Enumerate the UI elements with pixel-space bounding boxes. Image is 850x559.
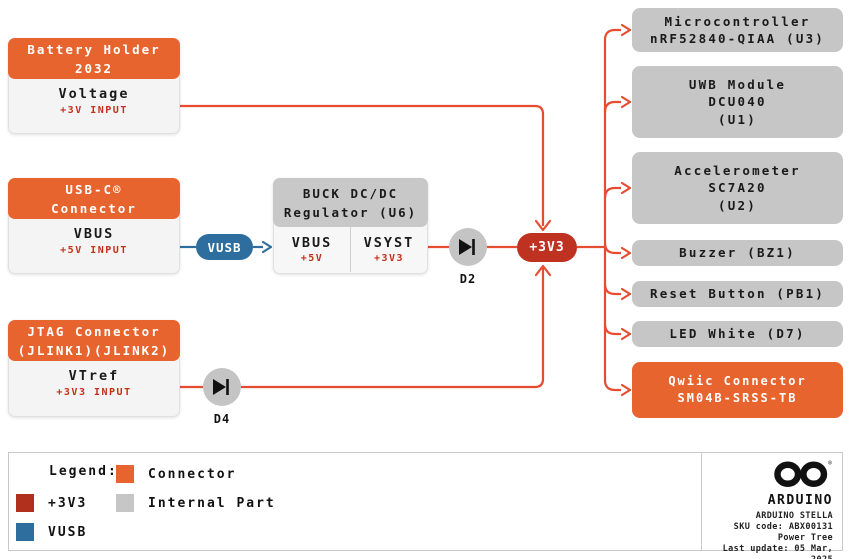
arduino-brand-text: ARDUINO <box>767 493 833 508</box>
buck-output-cell: VSYST +3V3 <box>351 227 427 272</box>
jtag-connector-box: JTAG Connector (JLINK1)(JLINK2) VTref +3… <box>8 320 180 417</box>
load-line: (U2) <box>718 197 757 213</box>
battery-detail: +3V INPUT <box>60 105 128 116</box>
legend-title: Legend: <box>49 464 118 479</box>
buck-regulator-header: BUCK DC/DC Regulator (U6) <box>273 178 428 227</box>
legend-label: Internal Part <box>148 495 276 511</box>
legend-panel: Legend: +3V3 VUSB Connector Internal Par… <box>8 452 844 559</box>
board-info: ARDUINO STELLA SKU code: ABX00131 Power … <box>702 511 833 559</box>
legend-label: +3V3 <box>48 495 88 511</box>
buck-input-detail: +5V <box>300 253 324 264</box>
legend-label: Connector <box>148 466 237 482</box>
arrow-right-icon <box>620 23 632 37</box>
svg-text:®: ® <box>828 460 832 467</box>
diode-icon <box>459 239 475 255</box>
load-uwb-module: UWB Module DCU040 (U1) <box>632 66 843 138</box>
jtag-title-line2: (JLINK1)(JLINK2) <box>17 342 171 358</box>
legend-label: VUSB <box>48 524 88 540</box>
load-line: SM04B-SRSS-TB <box>677 391 798 405</box>
usb-c-connector-box: USB-C® Connector VBUS +5V INPUT <box>8 178 180 274</box>
diode-d2 <box>449 228 487 266</box>
load-line: SC7A20 <box>708 180 767 196</box>
wire-branch-uwb <box>603 100 621 113</box>
battery-holder-box: Battery Holder 2032 Voltage +3V INPUT <box>8 38 180 134</box>
sku-code: SKU code: ABX00131 <box>733 522 833 532</box>
buck-output-detail: +3V3 <box>373 253 405 264</box>
load-line: Reset Button (PB1) <box>649 286 826 302</box>
arrow-right-icon <box>620 95 632 109</box>
legend-swatch-internal-part <box>116 494 134 512</box>
wire-d4-to-3v3 <box>241 268 545 389</box>
legend-item-vusb: VUSB <box>16 523 87 541</box>
diode-d4 <box>203 368 241 406</box>
wire-battery-to-3v3 <box>180 104 545 226</box>
load-buzzer: Buzzer (BZ1) <box>632 240 843 266</box>
wire-branch-reset <box>603 283 621 296</box>
usb-c-header: USB-C® Connector <box>8 178 180 219</box>
load-line: DCU040 <box>708 94 767 110</box>
load-line: (U1) <box>718 111 757 127</box>
load-led-white: LED White (D7) <box>632 321 843 347</box>
jtag-signal: VTref <box>68 368 120 384</box>
buck-title-line1: BUCK DC/DC <box>302 185 399 201</box>
legend-swatch-3v3 <box>16 494 34 512</box>
legend-item-connector: Connector <box>116 465 236 483</box>
load-line: LED White (D7) <box>669 326 806 342</box>
jtag-detail: +3V3 INPUT <box>56 387 132 398</box>
load-line: Accelerometer <box>674 162 801 178</box>
battery-signal: Voltage <box>58 86 130 102</box>
arduino-logo-icon: ® <box>774 460 832 487</box>
usb-c-detail: +5V INPUT <box>60 245 128 256</box>
arrow-right-icon <box>620 181 632 195</box>
load-line: nRF52840-QIAA (U3) <box>649 31 826 46</box>
wire-branch-microcontroller <box>603 28 621 41</box>
load-line: UWB Module <box>688 76 787 92</box>
legend-swatch-connector <box>116 465 134 483</box>
buck-regulator-box: BUCK DC/DC Regulator (U6) VBUS +5V VSYST… <box>273 178 428 274</box>
wire-branch-qwiic <box>603 379 621 392</box>
3v3-net-pill: +3V3 <box>517 233 577 262</box>
wire-branch-buzzer <box>603 242 621 255</box>
jtag-title-line1: JTAG Connector <box>27 323 161 339</box>
load-qwiic-connector: Qwiic Connector SM04B-SRSS-TB <box>632 362 843 418</box>
legend-item-3v3: +3V3 <box>16 494 87 512</box>
load-line: Qwiic Connector <box>668 373 807 388</box>
arrow-right-icon <box>620 246 632 260</box>
usb-c-title-line2: Connector <box>51 200 137 216</box>
battery-holder-title-line2: 2032 <box>74 60 114 76</box>
vusb-net-pill: VUSB <box>196 234 253 260</box>
buck-output-signal: VSYST <box>363 235 415 251</box>
diode-d4-label: D4 <box>213 412 231 426</box>
board-name: ARDUINO STELLA <box>755 511 833 521</box>
load-microcontroller: Microcontroller nRF52840-QIAA (U3) <box>632 8 843 52</box>
load-line: Microcontroller <box>664 13 811 29</box>
brand-panel: ® ARDUINO ARDUINO STELLA SKU code: ABX00… <box>701 453 844 559</box>
battery-holder-title-line1: Battery Holder <box>27 41 161 57</box>
usb-c-signal: VBUS <box>73 226 115 242</box>
buck-input-signal: VBUS <box>291 235 333 251</box>
jtag-header: JTAG Connector (JLINK1)(JLINK2) <box>8 320 180 361</box>
last-update: Last update: 05 Mar, 2025 <box>722 544 833 559</box>
arrow-right-icon <box>620 287 632 301</box>
doc-type: Power Tree <box>777 533 833 543</box>
arrow-right-icon <box>261 240 273 254</box>
legend-swatch-vusb <box>16 523 34 541</box>
load-accelerometer: Accelerometer SC7A20 (U2) <box>632 152 843 224</box>
arrow-up-icon <box>534 264 552 277</box>
buck-input-cell: VBUS +5V <box>274 227 351 272</box>
battery-holder-header: Battery Holder 2032 <box>8 38 180 79</box>
arrow-right-icon <box>620 327 632 341</box>
load-line: Buzzer (BZ1) <box>679 245 796 261</box>
wire-branch-accelerometer <box>603 186 621 199</box>
diode-icon <box>213 379 229 395</box>
wire-branch-led <box>603 323 621 336</box>
arrow-right-icon <box>620 383 632 397</box>
usb-c-title-line1: USB-C® <box>65 181 123 197</box>
diode-d2-label: D2 <box>459 272 477 286</box>
buck-title-line2: Regulator (U6) <box>283 204 418 220</box>
arrow-down-icon <box>534 219 552 232</box>
legend-item-internal-part: Internal Part <box>116 494 276 512</box>
load-reset-button: Reset Button (PB1) <box>632 281 843 307</box>
